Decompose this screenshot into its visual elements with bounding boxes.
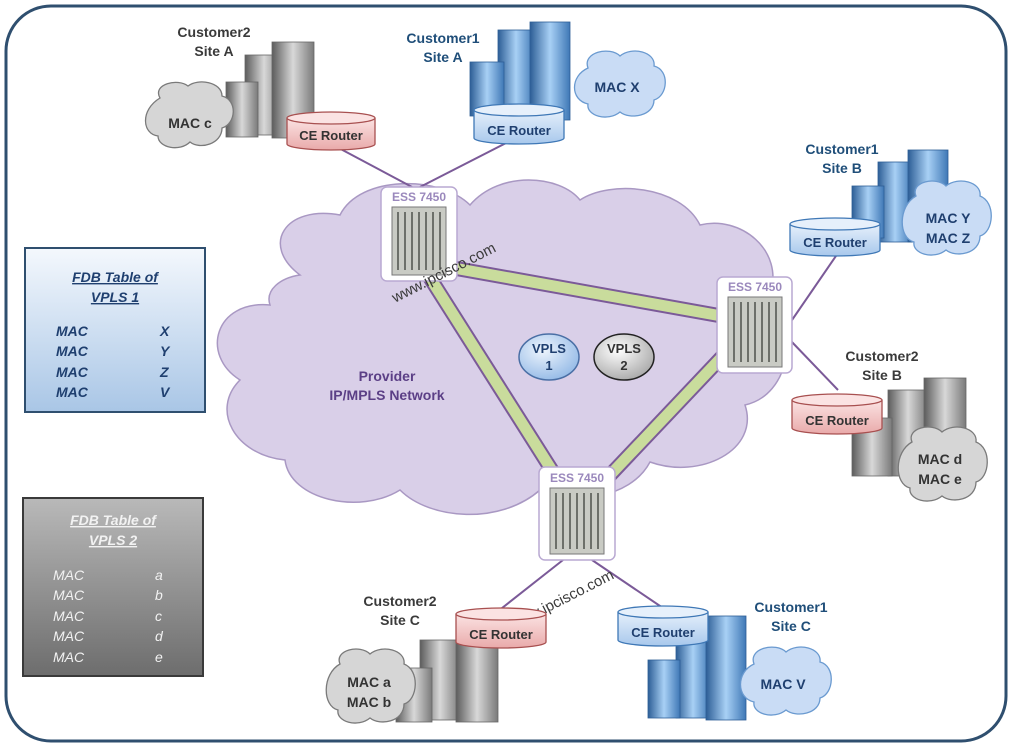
pe-switch-bottom-label: ESS 7450 <box>550 471 604 485</box>
site-customer1-b: Customer1 Site B MAC Y MAC Z CE Router <box>789 141 992 257</box>
site-customer1-c-customer: Customer1 <box>754 599 827 615</box>
fdb1-row-value: V <box>160 384 171 400</box>
vpls-1-badge: VPLS 1 <box>518 333 580 381</box>
fdb1-row-value: Y <box>160 343 171 359</box>
mac-cloud-c: MAC c <box>144 81 234 149</box>
site-customer2-a-customer: Customer2 <box>177 24 250 40</box>
mac-y-label: MAC Y <box>926 210 972 226</box>
fdb1-row-key: MAC <box>56 343 89 359</box>
site-customer2-c-customer: Customer2 <box>363 593 436 609</box>
pe-switch-right: ESS 7450 <box>716 276 793 374</box>
fdb1-row-key: MAC <box>56 364 89 380</box>
ce-router-blue: CE Router <box>617 605 709 647</box>
site-customer1-c: Customer1 Site C MAC V CE Router <box>617 599 832 721</box>
fdb-table-vpls2: FDB Table of VPLS 2 MAC a MAC b MAC c MA… <box>22 497 204 677</box>
building-icon <box>469 21 571 121</box>
site-customer1-b-site: Site B <box>822 160 862 176</box>
fdb2-row-key: MAC <box>53 567 85 583</box>
mac-cloud-v: MAC V <box>740 646 832 716</box>
site-customer1-a-customer: Customer1 <box>406 30 479 46</box>
fdb2-row-value: a <box>155 567 163 583</box>
site-customer2-a-site: Site A <box>194 43 233 59</box>
fdb1-row-value: Z <box>159 364 169 380</box>
mac-d-label: MAC d <box>918 451 962 467</box>
vpls-1-line1: VPLS <box>532 341 566 356</box>
site-customer2-c-site: Site C <box>380 612 420 628</box>
site-customer1-a-site: Site A <box>423 49 462 65</box>
vpls-2-badge: VPLS 2 <box>593 333 655 381</box>
fdb2-title-line2: VPLS 2 <box>89 532 137 548</box>
ce-router-label: CE Router <box>487 123 551 138</box>
ce-router-pink: CE Router <box>791 393 883 435</box>
ce-router-label: CE Router <box>805 413 869 428</box>
mac-cloud-ab: MAC a MAC b <box>325 648 416 724</box>
fdb2-title-line1: FDB Table of <box>70 512 157 528</box>
fdb1-title-line2: VPLS 1 <box>91 289 139 305</box>
site-customer2-b: Customer2 Site B MAC d MAC e CE Router <box>791 348 988 502</box>
fdb2-row-key: MAC <box>53 649 85 665</box>
mac-v-label: MAC V <box>760 676 806 692</box>
pe-switch-top: ESS 7450 <box>380 186 458 282</box>
mac-a-label: MAC a <box>347 674 391 690</box>
access-links <box>334 140 839 613</box>
fdb1-row-value: X <box>159 323 171 339</box>
ce-router-label: CE Router <box>631 625 695 640</box>
mac-cloud-de: MAC d MAC e <box>897 426 988 502</box>
ce-router-blue: CE Router <box>473 103 565 145</box>
site-customer1-b-customer: Customer1 <box>805 141 878 157</box>
site-customer1-c-site: Site C <box>771 618 811 634</box>
pe-switch-right-label: ESS 7450 <box>728 280 782 294</box>
mac-x-label: MAC X <box>594 79 640 95</box>
fdb1-title-line1: FDB Table of <box>72 269 159 285</box>
mac-cloud-x: MAC X <box>573 50 666 118</box>
fdb-table-vpls1: FDB Table of VPLS 1 MAC X MAC Y MAC Z MA… <box>24 247 206 413</box>
fdb2-row-value: d <box>155 628 164 644</box>
fdb2-row-key: MAC <box>53 587 85 603</box>
mac-cloud-yz: MAC Y MAC Z <box>901 180 992 256</box>
mac-e-label: MAC e <box>918 471 962 487</box>
provider-label-line2: IP/MPLS Network <box>329 387 444 403</box>
fdb2-row-key: MAC <box>53 628 85 644</box>
mac-b-label: MAC b <box>347 694 391 710</box>
site-customer2-b-customer: Customer2 <box>845 348 918 364</box>
site-customer1-a: Customer1 Site A MAC X CE Router <box>406 21 666 145</box>
ce-router-pink: CE Router <box>455 607 547 649</box>
mac-z-label: MAC Z <box>926 230 971 246</box>
ce-router-pink: CE Router <box>286 111 376 151</box>
site-customer2-a: Customer2 Site A MAC c CE Router <box>144 24 376 151</box>
provider-cloud: Provider IP/MPLS Network <box>216 179 788 516</box>
pe-switch-bottom: ESS 7450 <box>538 466 616 561</box>
fdb2-row-value: c <box>155 608 162 624</box>
mac-c-label: MAC c <box>168 115 212 131</box>
fdb2-row-value: b <box>155 587 163 603</box>
vpls-2-line1: VPLS <box>607 341 641 356</box>
fdb1-row-key: MAC <box>56 323 89 339</box>
fdb2-row-value: e <box>155 649 163 665</box>
site-customer2-b-site: Site B <box>862 367 902 383</box>
ce-router-label: CE Router <box>299 128 363 143</box>
provider-label-line1: Provider <box>359 368 416 384</box>
site-customer2-c: Customer2 Site C MAC a MAC b CE Router <box>325 593 547 724</box>
vpls-1-line2: 1 <box>545 358 552 373</box>
ce-router-blue: CE Router <box>789 217 881 257</box>
ce-router-label: CE Router <box>803 235 867 250</box>
ce-router-label: CE Router <box>469 627 533 642</box>
pe-switch-top-label: ESS 7450 <box>392 190 446 204</box>
fdb2-row-key: MAC <box>53 608 85 624</box>
vpls-2-line2: 2 <box>620 358 627 373</box>
fdb1-row-key: MAC <box>56 384 89 400</box>
